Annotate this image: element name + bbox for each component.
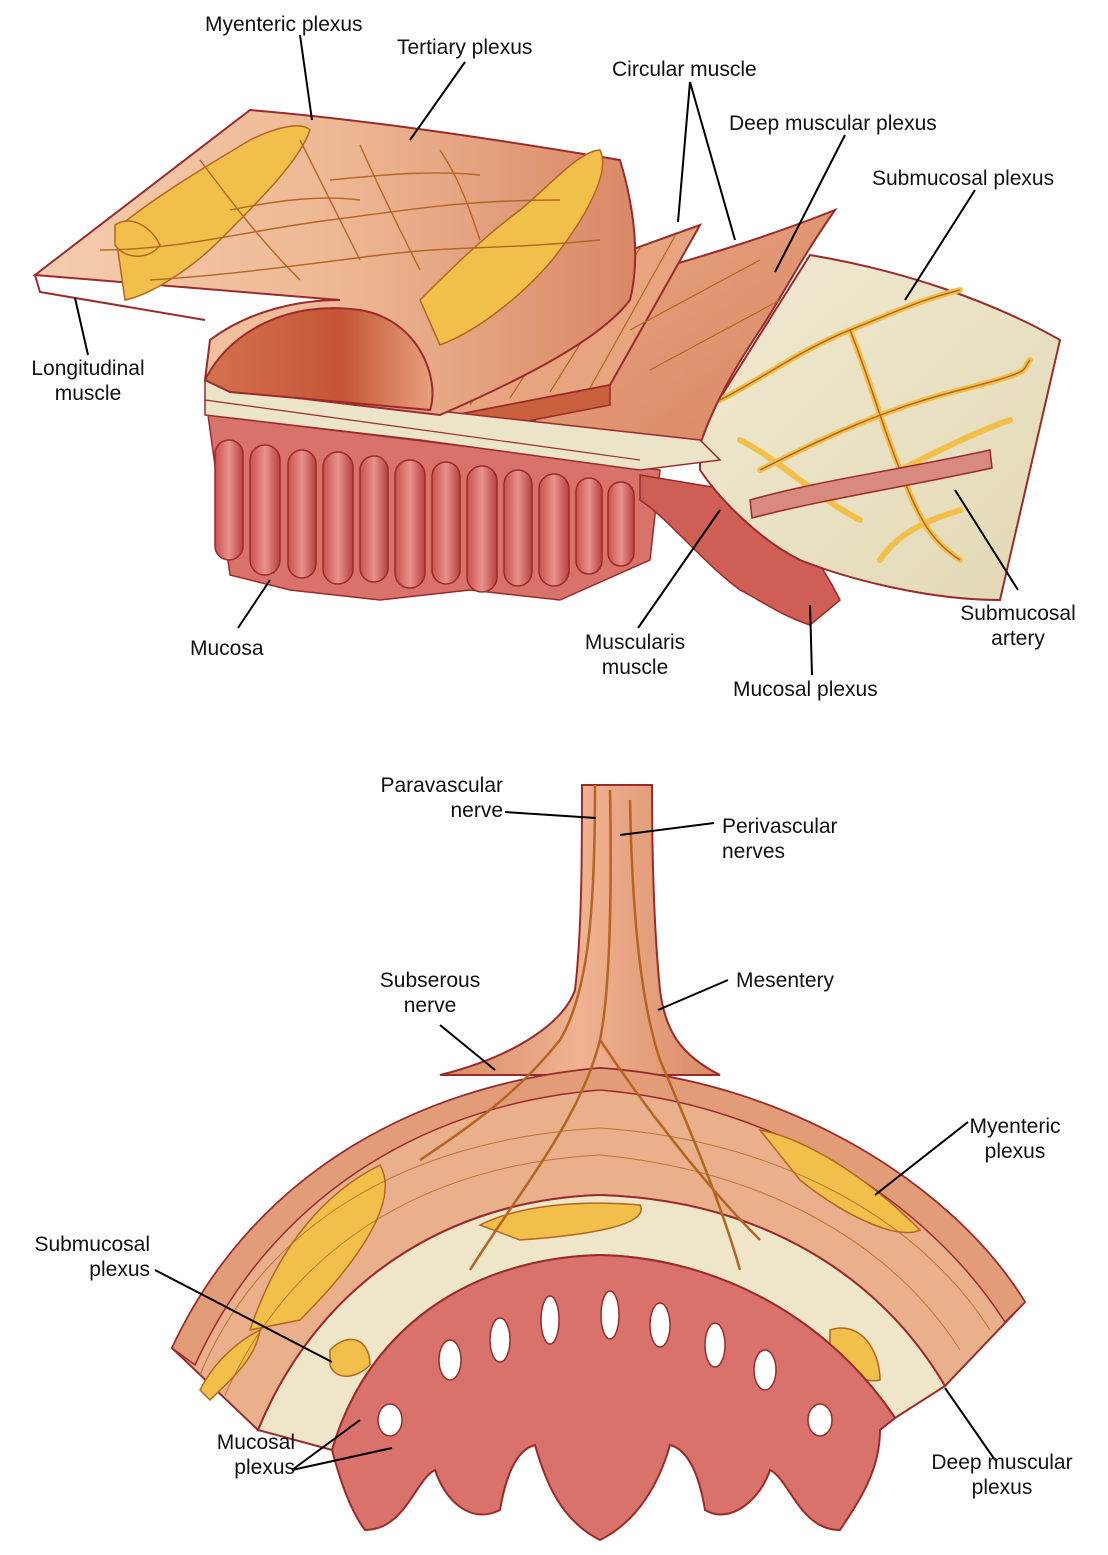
top-leader-lines — [74, 34, 1019, 676]
label-deep-muscular-plexus-bottom: Deep muscular plexus — [931, 1451, 1073, 1499]
label-tertiary-plexus: Tertiary plexus — [397, 36, 533, 59]
label-mesentery: Mesentery — [736, 969, 835, 992]
mucosa-arc — [330, 1253, 897, 1542]
submucosal-artery-vessel — [749, 449, 993, 519]
label-submucosal-plexus-top: Submucosal plexus — [872, 167, 1055, 190]
mucosa-crypt-holes — [377, 1290, 833, 1437]
label-myenteric-plexus-bottom: Myenteric plexus — [969, 1115, 1061, 1163]
descending-nerve-fibers — [419, 784, 761, 1271]
bottom-submucosal-plexus — [329, 1202, 881, 1382]
label-paravascular-nerve: Paravascular nerve — [380, 774, 503, 822]
bottom-myenteric-plexus — [199, 1128, 922, 1402]
label-circular-muscle: Circular muscle — [612, 58, 757, 81]
myenteric-plexus-bands — [114, 125, 604, 346]
label-submucosal-plexus-bottom: Submucosal plexus — [34, 1233, 150, 1281]
longitudinal-muscle-fold — [203, 307, 434, 412]
mesentery-stalk — [439, 784, 721, 1076]
label-submucosal-artery: Submucosal artery — [960, 602, 1076, 650]
bottom-cross-section-illustration — [170, 784, 1027, 1542]
tertiary-plexus-net — [99, 139, 601, 281]
label-subserous-nerve: Subserous nerve — [379, 969, 481, 1017]
label-mucosal-plexus-bottom: Mucosal plexus — [216, 1431, 295, 1479]
label-muscularis-muscle: Muscularis muscle — [584, 631, 686, 679]
longitudinal-layer-band — [171, 1067, 1026, 1367]
mucosa-villi — [207, 414, 661, 601]
label-longitudinal-muscle: Longitudinal muscle — [31, 357, 145, 405]
label-perivascular-nerves: Perivascular nerves — [722, 815, 838, 863]
label-mucosal-plexus-top: Mucosal plexus — [733, 678, 878, 701]
label-mucosa-top: Mucosa — [190, 637, 264, 660]
label-deep-muscular-plexus-top: Deep muscular plexus — [729, 112, 937, 135]
label-myenteric-plexus-top: Myenteric plexus — [205, 13, 363, 36]
bottom-leader-lines — [154, 811, 996, 1471]
